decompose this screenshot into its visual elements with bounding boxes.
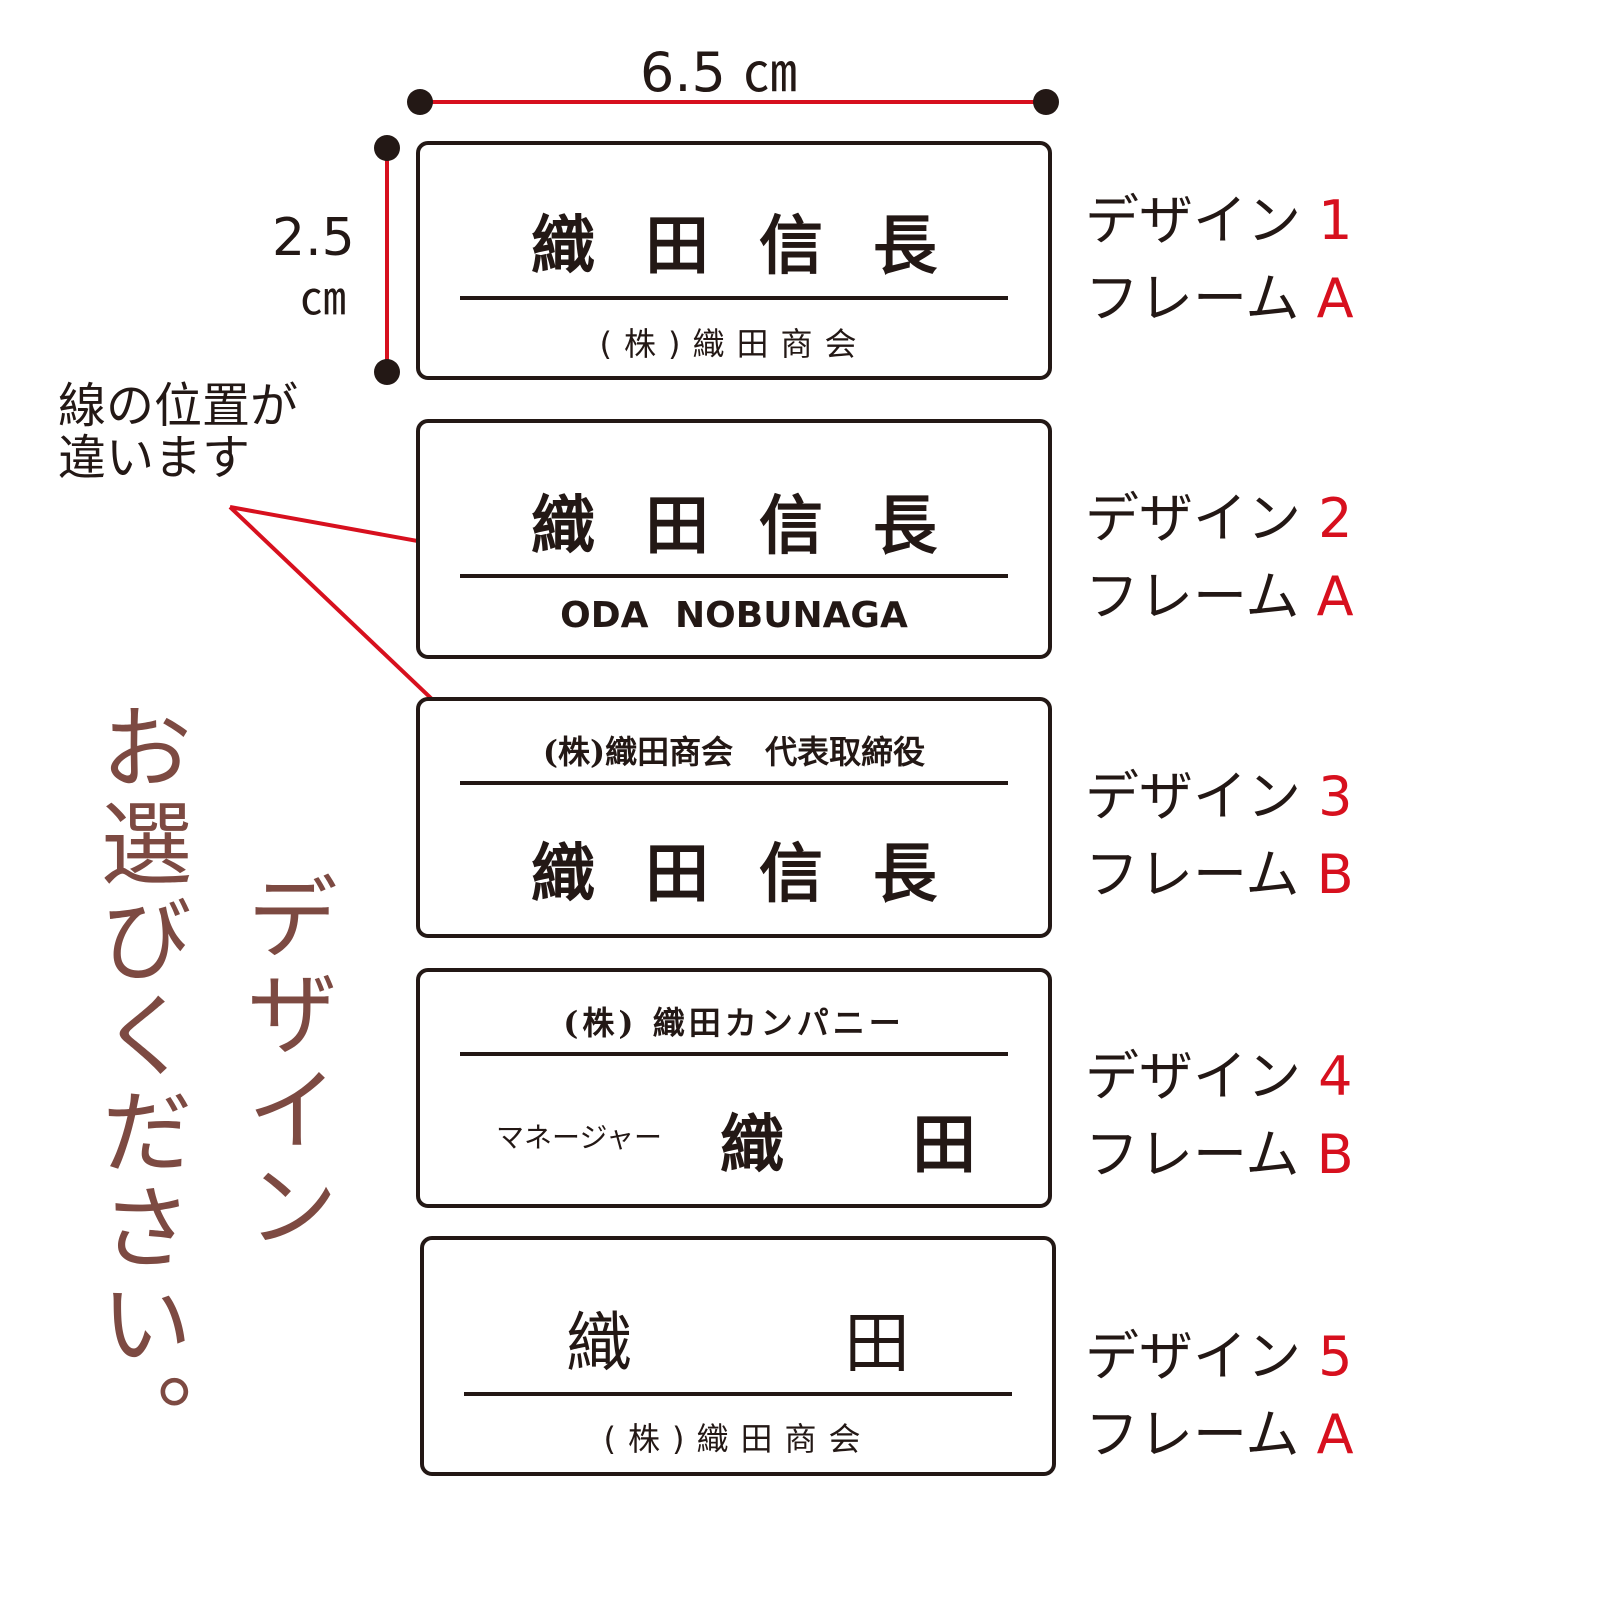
width-dot-right bbox=[1033, 89, 1059, 115]
height-value: 2.5 bbox=[272, 208, 355, 268]
design-number: 5 bbox=[1318, 1325, 1353, 1388]
plate-name-first: 織 bbox=[566, 1305, 632, 1382]
width-label: 6.5 ㎝ bbox=[640, 41, 798, 104]
width-dot-left bbox=[407, 89, 433, 115]
plate-name-second: 田 bbox=[912, 1108, 976, 1183]
plate-name: 織田信長 bbox=[531, 837, 987, 912]
frame-text: フレーム bbox=[1085, 1403, 1300, 1466]
nameplate-design-3[interactable]: (株)織田商会 代表取締役 織田信長 bbox=[416, 697, 1052, 938]
frame-letter: A bbox=[1316, 1403, 1354, 1466]
frame-letter: A bbox=[1316, 565, 1354, 628]
height-unit: ㎝ bbox=[300, 271, 346, 325]
design-label-1: デザイン 1 bbox=[1085, 176, 1353, 255]
plate-top: (株)織田商会 代表取締役 bbox=[542, 733, 926, 771]
plate-sub: (株)織田商会 bbox=[603, 1420, 873, 1458]
nameplate-design-4[interactable]: (株) 織田カンパニー マネージャー 織 田 bbox=[416, 968, 1052, 1208]
frame-label-1: フレーム A bbox=[1085, 254, 1354, 333]
heading-secondary: デザイン bbox=[231, 870, 338, 1254]
design-number: 3 bbox=[1318, 765, 1353, 828]
frame-label-4: フレーム B bbox=[1085, 1110, 1354, 1189]
frame-letter: B bbox=[1316, 1123, 1354, 1186]
plate-name: 織田信長 bbox=[531, 489, 987, 564]
frame-text: フレーム bbox=[1085, 1123, 1300, 1186]
design-number: 4 bbox=[1318, 1045, 1353, 1108]
frame-label-2: フレーム A bbox=[1085, 552, 1354, 631]
nameplate-design-2[interactable]: 織田信長 ODA NOBUNAGA bbox=[416, 419, 1052, 659]
design-text: デザイン bbox=[1085, 1325, 1301, 1388]
design-number: 2 bbox=[1318, 487, 1353, 550]
annotation-text: 線の位置が 違います bbox=[58, 380, 298, 484]
divider-line bbox=[464, 1392, 1012, 1396]
design-label-3: デザイン 3 bbox=[1085, 752, 1353, 831]
height-dot-bottom bbox=[374, 359, 400, 385]
nameplate-design-1[interactable]: 織田信長 (株)織田商会 bbox=[416, 141, 1052, 380]
plate-sub: ODA NOBUNAGA bbox=[560, 595, 908, 636]
plate-title: マネージャー bbox=[496, 1121, 663, 1154]
design-label-4: デザイン 4 bbox=[1085, 1032, 1353, 1111]
heading-primary: お選びください。 bbox=[85, 700, 192, 1468]
plate-name: 織田信長 bbox=[531, 209, 987, 284]
design-label-5: デザイン 5 bbox=[1085, 1312, 1353, 1391]
annotation-line2: 違います bbox=[58, 430, 251, 486]
frame-letter: A bbox=[1316, 267, 1354, 330]
design-text: デザイン bbox=[1085, 765, 1301, 828]
divider-line bbox=[460, 296, 1008, 300]
nameplate-design-5[interactable]: 織 田 (株)織田商会 bbox=[420, 1236, 1056, 1476]
plate-top: (株) 織田カンパニー bbox=[563, 1004, 905, 1042]
frame-label-3: フレーム B bbox=[1085, 830, 1354, 909]
height-dot-top bbox=[374, 135, 400, 161]
design-label-2: デザイン 2 bbox=[1085, 474, 1353, 553]
frame-label-5: フレーム A bbox=[1085, 1390, 1354, 1469]
frame-text: フレーム bbox=[1085, 267, 1300, 330]
plate-name-first: 織 bbox=[720, 1108, 784, 1183]
divider-line bbox=[460, 574, 1008, 578]
divider-line bbox=[460, 781, 1008, 785]
design-text: デザイン bbox=[1085, 487, 1301, 550]
frame-letter: B bbox=[1316, 843, 1354, 906]
plate-sub: (株)織田商会 bbox=[599, 325, 869, 363]
divider-line bbox=[460, 1052, 1008, 1056]
plate-name-second: 田 bbox=[844, 1305, 910, 1382]
design-number: 1 bbox=[1318, 189, 1353, 252]
frame-text: フレーム bbox=[1085, 843, 1300, 906]
design-text: デザイン bbox=[1085, 1045, 1301, 1108]
annotation-line1: 線の位置が bbox=[58, 378, 299, 434]
frame-text: フレーム bbox=[1085, 565, 1300, 628]
design-text: デザイン bbox=[1085, 189, 1301, 252]
